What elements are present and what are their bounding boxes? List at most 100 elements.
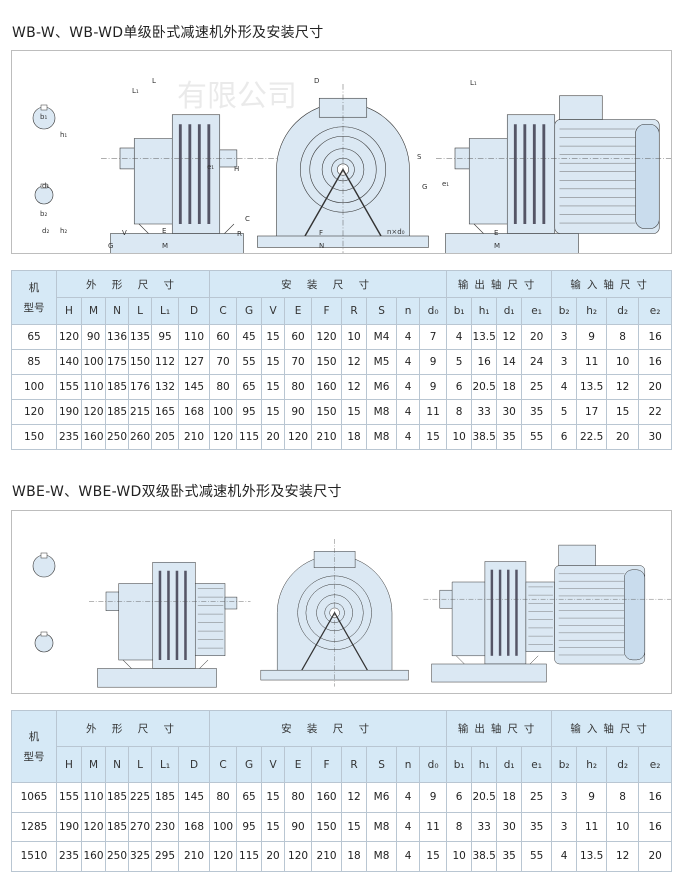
column-header: e₁ [521,297,553,325]
dimension-label: L₁ [132,87,139,95]
value-cell: 15 [261,374,286,400]
value-cell: 11 [576,811,608,842]
reducer-side-view [101,114,282,253]
value-cell: 3 [551,811,578,842]
value-cell: 190 [56,811,82,842]
dimension-label: G [108,242,113,250]
dimension-label: N [319,242,324,250]
group-header: 输出轴尺寸 [446,710,553,747]
value-cell: 210 [177,841,211,872]
column-header: M [81,746,106,783]
model-cell: 1510 [11,841,57,872]
model-cell: 120 [11,399,57,425]
value-cell: 4 [446,324,473,350]
value-cell: 12 [341,374,368,400]
value-cell: 55 [521,841,553,872]
value-cell: M8 [366,399,398,425]
value-cell: 9 [419,374,448,400]
value-cell: 168 [177,399,211,425]
value-cell: M8 [366,424,398,450]
value-cell: 6 [446,782,473,813]
dimension-label: L₁ [470,79,477,87]
dimension-label: n×d₀ [387,228,405,236]
value-cell: 190 [56,399,82,425]
column-header: n [396,297,421,325]
watermark: 有限公司 [177,79,297,114]
column-header: D [177,746,211,783]
value-cell: M6 [366,782,398,813]
value-cell: 250 [105,424,129,450]
value-cell: 145 [177,782,211,813]
column-header: b₁ [446,746,473,783]
value-cell: 90 [284,811,313,842]
value-cell: 145 [177,374,211,400]
value-cell: 70 [284,349,313,375]
value-cell: 38.5 [471,841,498,872]
value-cell: 12 [606,374,640,400]
value-cell: 155 [56,782,82,813]
column-header: h₂ [576,297,608,325]
group-header: 输入轴尺寸 [551,710,673,747]
value-cell: 120 [311,324,343,350]
value-cell: 15 [261,349,286,375]
value-cell: 18 [341,424,368,450]
column-header: d₂ [606,746,640,783]
value-cell: 4 [396,374,421,400]
value-cell: 15 [261,811,286,842]
value-cell: 14 [496,349,523,375]
value-cell: 7 [419,324,448,350]
value-cell: 9 [576,782,608,813]
output-shaft-section [32,554,56,578]
value-cell: 38.5 [471,424,498,450]
dimension-label: R [237,230,242,238]
value-cell: 176 [128,374,152,400]
value-cell: 95 [151,324,179,350]
model-header: 机 型号 [11,710,57,783]
value-cell: 15 [341,811,368,842]
value-cell: 8 [446,399,473,425]
reducer-with-motor-side-view [423,544,671,683]
column-header: d₁ [496,297,523,325]
value-cell: 15 [419,841,448,872]
column-header: h₁ [471,746,498,783]
value-cell: 13.5 [471,324,498,350]
column-header: S [366,297,398,325]
dimension-label: F [319,229,323,237]
dimension-label: S [417,153,422,161]
value-cell: 120 [284,841,313,872]
value-cell: 135 [128,324,152,350]
value-cell: 60 [284,324,313,350]
column-header: L₁ [151,746,179,783]
value-cell: 80 [209,374,238,400]
column-header: d₂ [606,297,640,325]
value-cell: 65 [236,782,263,813]
value-cell: 4 [396,782,421,813]
value-cell: 4 [551,841,578,872]
value-cell: 225 [128,782,152,813]
column-header: S [366,746,398,783]
column-header: L₁ [151,297,179,325]
column-header: b₂ [551,297,578,325]
value-cell: 11 [576,349,608,375]
column-header: G [236,297,263,325]
value-cell: 110 [81,782,106,813]
value-cell: M4 [366,324,398,350]
dimension-label: b₁ [40,113,47,121]
value-cell: 210 [311,424,343,450]
reducer-front-view [260,539,409,687]
group-header: 安 装 尺 寸 [209,270,448,298]
model-cell: 65 [11,324,57,350]
value-cell: 9 [419,349,448,375]
value-cell: 20.5 [471,374,498,400]
value-cell: 235 [56,424,82,450]
dimension-label: G [422,183,427,191]
value-cell: 15 [419,424,448,450]
value-cell: 140 [56,349,82,375]
input-shaft-section [34,633,54,653]
column-header: e₁ [521,746,553,783]
value-cell: 25 [521,374,553,400]
value-cell: 18 [341,841,368,872]
